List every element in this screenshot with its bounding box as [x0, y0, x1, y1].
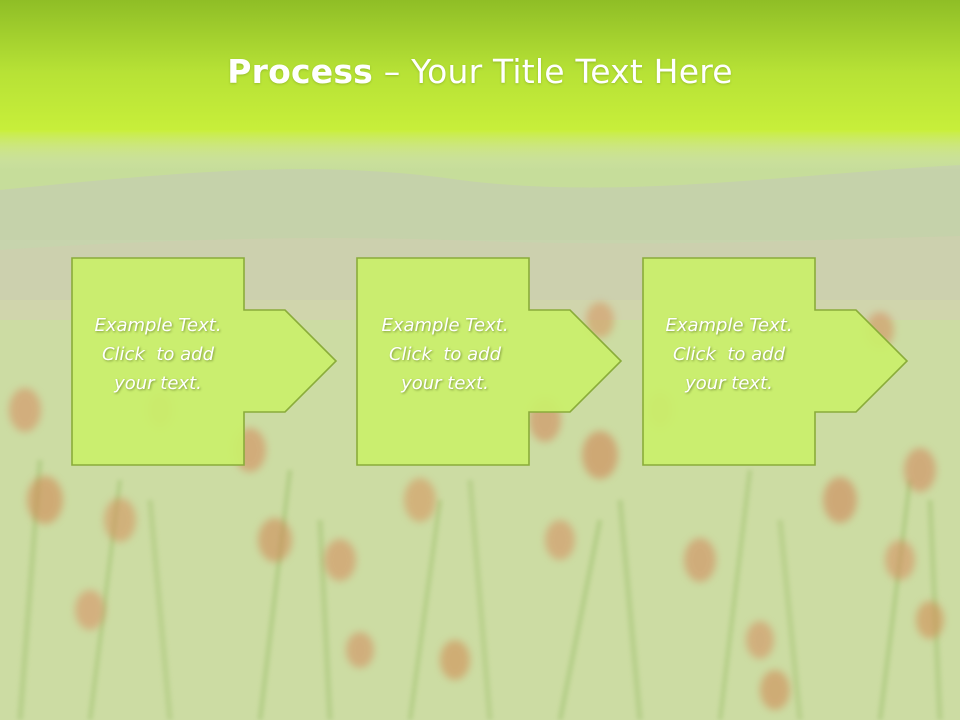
- step-1-arrow-right-icon: [71, 257, 338, 466]
- page-title[interactable]: Process – Your Title Text Here: [0, 52, 960, 91]
- title-bold-text: Process: [227, 52, 374, 91]
- step-2-line-1: Example Text.: [381, 315, 509, 336]
- title-rest-text: – Your Title Text Here: [373, 52, 733, 91]
- step-3-arrow-right-icon: [642, 257, 909, 466]
- step-2-line-2: Click to add: [388, 344, 501, 365]
- process-step-2[interactable]: [356, 257, 623, 466]
- step-1-line-2: Click to add: [101, 344, 214, 365]
- step-3-text[interactable]: Example Text. Click to add your text.: [643, 311, 815, 398]
- step-1-line-1: Example Text.: [94, 315, 222, 336]
- step-3-line-3: your text.: [685, 373, 773, 394]
- step-2-text[interactable]: Example Text. Click to add your text.: [359, 311, 531, 398]
- step-1-text[interactable]: Example Text. Click to add your text.: [72, 311, 244, 398]
- step-2-arrow-right-icon: [356, 257, 623, 466]
- process-step-3[interactable]: [642, 257, 909, 466]
- step-3-line-1: Example Text.: [665, 315, 793, 336]
- step-3-line-2: Click to add: [672, 344, 785, 365]
- step-2-line-3: your text.: [401, 373, 489, 394]
- step-1-line-3: your text.: [114, 373, 202, 394]
- process-step-1[interactable]: [71, 257, 338, 466]
